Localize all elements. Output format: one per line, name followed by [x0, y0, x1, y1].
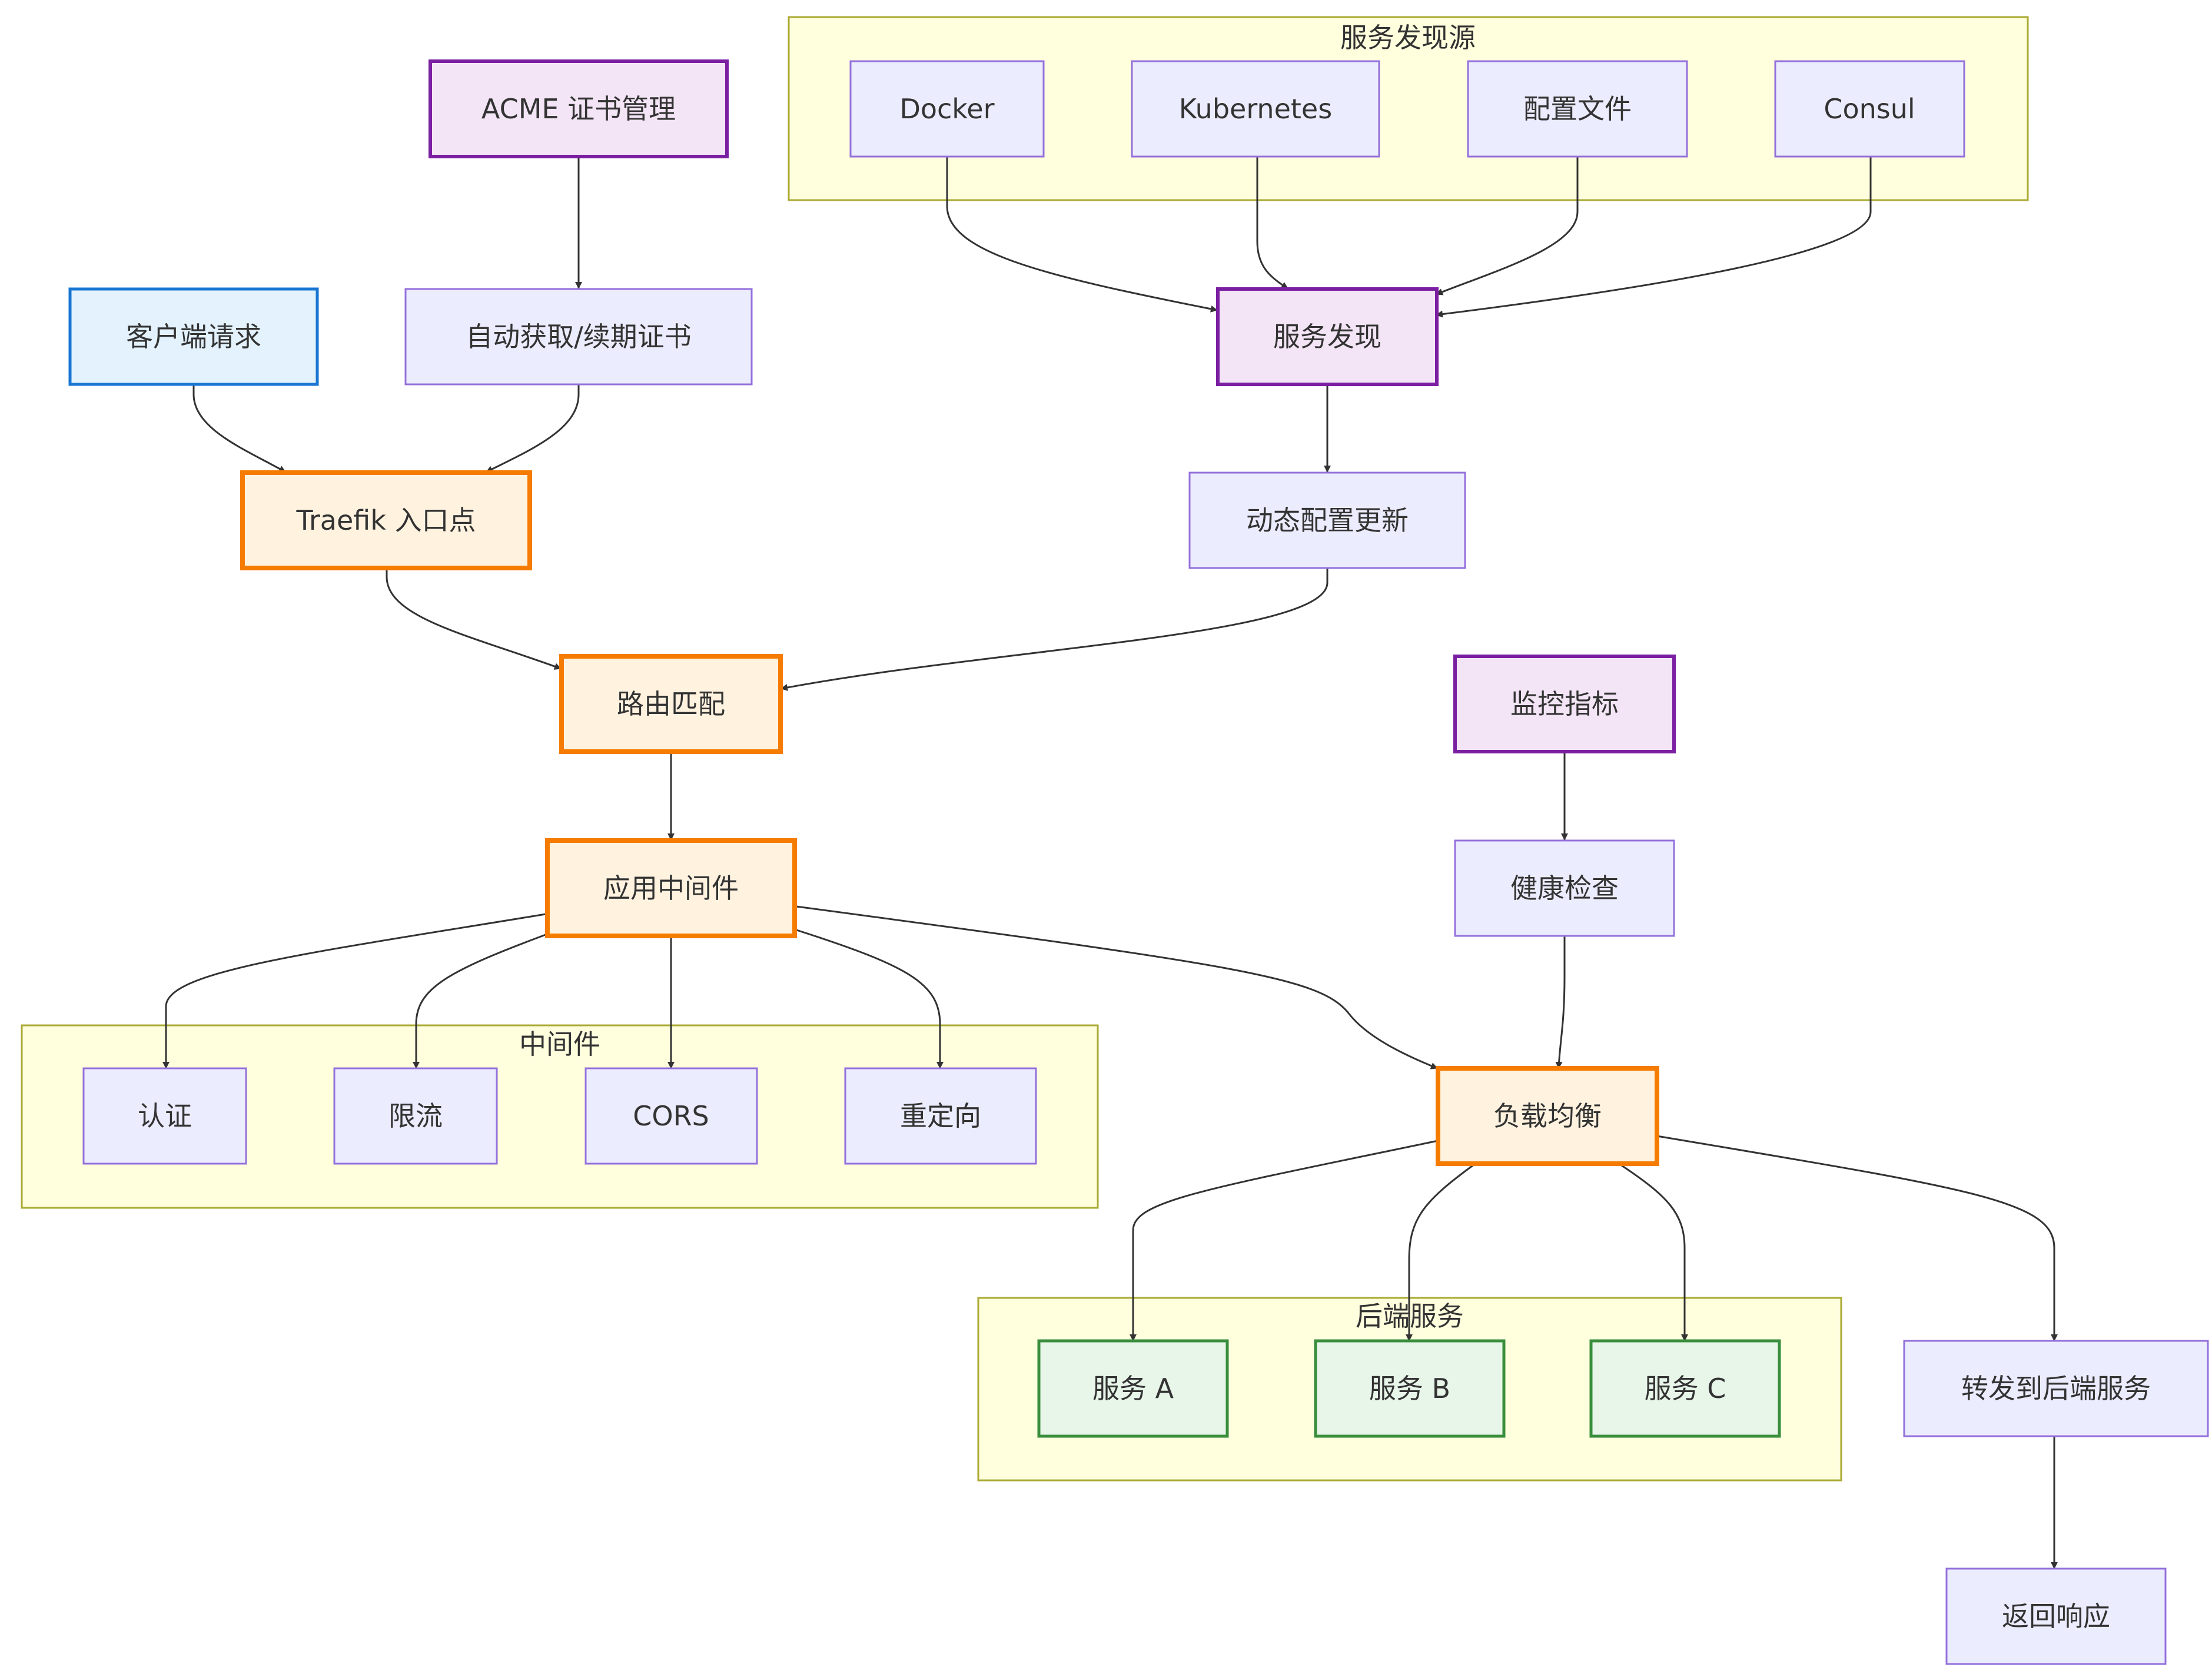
node-label-auth: 认证	[138, 1100, 192, 1132]
node-label-service-discovery: 服务发现	[1273, 321, 1381, 353]
node-label-dynamic-config: 动态配置更新	[1246, 504, 1409, 536]
edge-client-to-entry	[192, 384, 286, 473]
node-load-balancer[interactable]: 负载均衡	[1436, 1066, 1659, 1166]
node-label-docker: Docker	[899, 93, 994, 125]
node-auto-cert[interactable]: 自动获取/续期证书	[404, 288, 753, 386]
edge-file-to-sd	[1436, 157, 1579, 295]
edge-entry-to-route	[386, 568, 562, 670]
node-label-monitoring: 监控指标	[1510, 688, 1619, 720]
node-service-discovery[interactable]: 服务发现	[1216, 287, 1439, 386]
node-label-forward-backend: 转发到后端服务	[1961, 1373, 2151, 1404]
node-label-service-c: 服务 C	[1645, 1373, 1726, 1404]
node-label-config-file: 配置文件	[1523, 93, 1632, 125]
node-label-apply-middleware: 应用中间件	[603, 872, 739, 904]
node-label-client-request: 客户端请求	[126, 321, 261, 353]
node-client-request[interactable]: 客户端请求	[68, 287, 319, 386]
node-forward-backend[interactable]: 转发到后端服务	[1903, 1340, 2209, 1437]
node-label-service-b: 服务 B	[1369, 1373, 1450, 1404]
node-label-consul: Consul	[1824, 93, 1915, 125]
node-service-b[interactable]: 服务 B	[1314, 1339, 1506, 1438]
edge-mw-to-auth	[162, 913, 546, 1069]
edges-layer	[162, 157, 2058, 1569]
node-config-file[interactable]: 配置文件	[1467, 60, 1688, 158]
node-dynamic-config[interactable]: 动态配置更新	[1188, 471, 1466, 569]
nodes-layer: ACME 证书管理 Docker Kubernetes 配置文件 Consul …	[68, 59, 2209, 1665]
node-service-a[interactable]: 服务 A	[1037, 1339, 1229, 1438]
edge-mw-to-redirect	[796, 929, 944, 1069]
node-auth[interactable]: 认证	[82, 1067, 247, 1165]
edge-lb-to-svcc	[1619, 1163, 1688, 1341]
node-redirect[interactable]: 重定向	[844, 1067, 1037, 1165]
node-route-match[interactable]: 路由匹配	[559, 654, 783, 754]
node-label-service-a: 服务 A	[1092, 1373, 1174, 1404]
node-acme[interactable]: ACME 证书管理	[429, 59, 729, 158]
node-label-cors: CORS	[633, 1100, 709, 1132]
node-service-c[interactable]: 服务 C	[1589, 1339, 1781, 1438]
node-traefik-entry[interactable]: Traefik 入口点	[240, 470, 532, 570]
edge-k8s-to-sd	[1256, 157, 1288, 290]
node-monitoring[interactable]: 监控指标	[1453, 655, 1676, 753]
edge-mw-to-lb	[796, 905, 1438, 1070]
node-label-health-check: 健康检查	[1510, 872, 1619, 904]
edge-docker-to-sd	[946, 157, 1218, 313]
node-label-rate-limit: 限流	[388, 1100, 443, 1132]
node-label-acme: ACME 证书管理	[481, 93, 676, 125]
node-consul[interactable]: Consul	[1774, 60, 1965, 158]
node-health-check[interactable]: 健康检查	[1454, 839, 1675, 937]
edge-lb-to-svcb	[1406, 1163, 1475, 1341]
edge-mw-to-rate	[413, 934, 546, 1069]
node-apply-middleware[interactable]: 应用中间件	[545, 838, 797, 938]
node-rate-limit[interactable]: 限流	[333, 1067, 498, 1165]
node-label-auto-cert: 自动获取/续期证书	[466, 321, 692, 353]
node-docker[interactable]: Docker	[849, 60, 1045, 158]
node-cors[interactable]: CORS	[584, 1067, 758, 1165]
edge-lb-to-forward	[1656, 1135, 2058, 1341]
node-label-redirect: 重定向	[900, 1100, 981, 1132]
cluster-label-discovery: 服务发现源	[1340, 22, 1476, 54]
edge-lb-to-svca	[1130, 1140, 1439, 1341]
edge-consul-to-sd	[1436, 157, 1872, 318]
edge-dyn-to-route	[780, 568, 1328, 691]
edge-autocert-to-entry	[486, 384, 580, 473]
node-label-load-balancer: 负载均衡	[1493, 1100, 1602, 1132]
node-label-traefik-entry: Traefik 入口点	[296, 504, 476, 536]
cluster-label-middleware: 中间件	[519, 1028, 600, 1060]
node-label-kubernetes: Kubernetes	[1179, 93, 1332, 125]
node-return-response[interactable]: 返回响应	[1945, 1567, 2167, 1665]
node-kubernetes[interactable]: Kubernetes	[1131, 60, 1380, 158]
edge-health-to-lb	[1555, 936, 1566, 1069]
node-label-route-match: 路由匹配	[617, 688, 725, 720]
node-label-return-response: 返回响应	[2002, 1600, 2110, 1632]
